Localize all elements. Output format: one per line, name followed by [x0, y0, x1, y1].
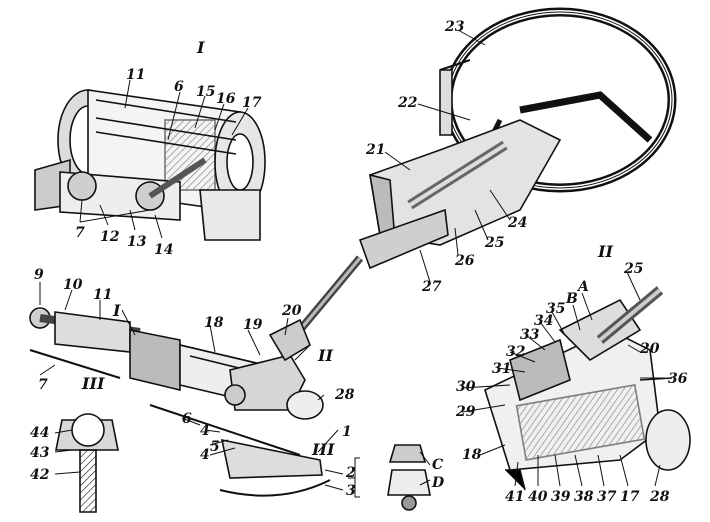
callout-28-detail: 28 [650, 489, 670, 505]
callout-21: 21 [366, 142, 386, 158]
callout-33: 33 [520, 327, 540, 343]
view-label-III-main: III [312, 440, 335, 459]
callout-35: 35 [546, 301, 566, 317]
detail-III-ball-joint [55, 413, 119, 513]
callout-30: 30 [456, 379, 476, 395]
callout-36: 36 [668, 371, 688, 387]
callout-28: 28 [335, 387, 355, 403]
boot-C-D [387, 444, 431, 511]
callout-38: 38 [574, 489, 594, 505]
callout-43: 43 [30, 445, 50, 461]
callout-16: 16 [216, 91, 236, 107]
callout-6-top: 6 [174, 79, 184, 95]
callout-19: 19 [243, 317, 263, 333]
callout-39: 39 [551, 489, 571, 505]
view-label-II-main: II [318, 346, 333, 365]
callout-13: 13 [127, 234, 147, 250]
callout-14: 14 [154, 242, 174, 258]
leader-lines [39, 29, 665, 498]
callout-23: 23 [445, 19, 465, 35]
callout-42: 42 [30, 467, 50, 483]
callout-C: C [432, 457, 444, 473]
callout-9: 9 [34, 267, 44, 283]
callout-4-lower: 4 [200, 447, 210, 463]
view-label-III: III [82, 374, 105, 393]
callout-2: 2 [346, 465, 356, 481]
callout-20: 20 [282, 303, 302, 319]
callout-34: 34 [534, 313, 554, 329]
callout-37: 37 [597, 489, 617, 505]
callout-7: 7 [38, 377, 48, 393]
callout-11-top: 11 [126, 67, 146, 83]
callout-3: 3 [346, 483, 356, 499]
callout-17-top: 17 [242, 95, 262, 111]
callout-11: 11 [93, 287, 113, 303]
steering-column [296, 59, 562, 333]
callout-41: 41 [505, 489, 525, 505]
callout-26: 26 [455, 253, 475, 269]
callout-10: 10 [63, 277, 83, 293]
callout-44: 44 [30, 425, 50, 441]
callout-40: 40 [528, 489, 548, 505]
callout-24: 24 [508, 215, 528, 231]
callout-D: D [432, 475, 445, 491]
view-label-I-main: I [113, 301, 121, 320]
callout-12: 12 [100, 229, 120, 245]
callout-32: 32 [506, 344, 526, 360]
detail-II-pinion-cutaway [484, 286, 691, 491]
callout-17: 17 [620, 489, 640, 505]
callout-18-detail: 18 [462, 447, 482, 463]
callout-22: 22 [398, 95, 418, 111]
callout-27: 27 [422, 279, 442, 295]
view-label-I: I [197, 38, 205, 57]
detail-I-rack-housing [34, 89, 266, 241]
callout-18: 18 [204, 315, 224, 331]
callout-1: 1 [342, 424, 352, 440]
callout-20-detail: 20 [640, 341, 660, 357]
callout-29: 29 [456, 404, 476, 420]
callout-25-top: 25 [485, 235, 505, 251]
callout-5: 5 [210, 439, 220, 455]
callout-B: B [566, 291, 578, 307]
callout-7-top: 7 [75, 225, 85, 241]
view-label-II: II [598, 242, 613, 261]
callout-4-upper: 4 [200, 423, 210, 439]
callout-15: 15 [196, 84, 216, 100]
callout-31: 31 [492, 361, 512, 377]
rack-assembly [29, 307, 331, 497]
callout-25: 25 [624, 261, 644, 277]
callout-A: A [578, 279, 589, 295]
callout-6: 6 [182, 411, 192, 427]
